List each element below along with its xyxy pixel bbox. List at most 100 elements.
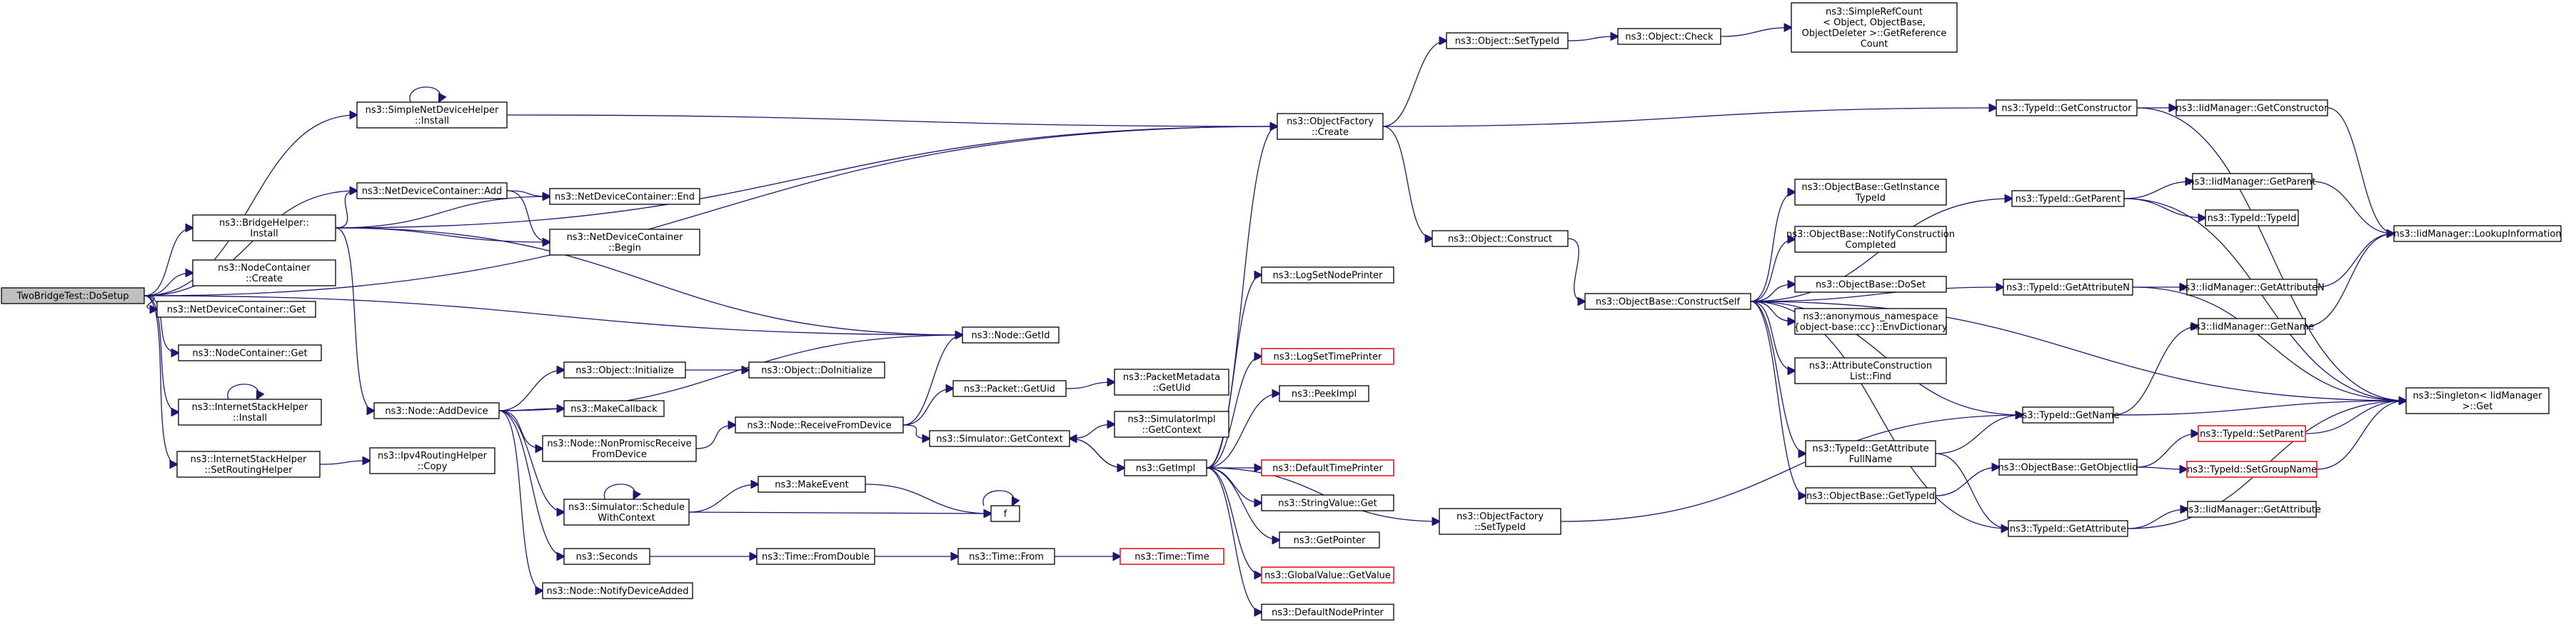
node-label: ns3::PacketMetadata xyxy=(1123,372,1220,383)
node-label: ::Copy xyxy=(418,461,448,472)
node-ish-install[interactable]: ns3::InternetStackHelper::Install xyxy=(178,399,322,426)
node-box xyxy=(1617,28,1721,45)
node-ndc-get[interactable]: ns3::NetDeviceContainer::Get xyxy=(156,301,316,318)
node-time-fromdouble[interactable]: ns3::Time::FromDouble xyxy=(756,548,875,565)
node-label: ns3::Time::FromDouble xyxy=(762,552,870,563)
node-label: {object-base::cc}::EnvDictionary xyxy=(1794,322,1948,333)
node-anon-envdict[interactable]: ns3::anonymous_namespace{object-base::cc… xyxy=(1794,308,1948,335)
node-getpointer[interactable]: ns3::GetPointer xyxy=(1279,531,1380,549)
node-label: ns3::SimulatorImpl xyxy=(1127,414,1215,425)
node-simplerefcount[interactable]: ns3::SimpleRefCount< Object, ObjectBase,… xyxy=(1791,2,1958,53)
node-pktmeta-getuid[interactable]: ns3::PacketMetadata::GetUid xyxy=(1114,369,1229,396)
node-tid-typeid[interactable]: ns3::TypeId::TypeId xyxy=(2205,209,2299,226)
node-ndc-add[interactable]: ns3::NetDeviceContainer::Add xyxy=(356,182,508,199)
node-ob-doset[interactable]: ns3::ObjectBase::DoSet xyxy=(1794,276,1947,293)
node-logsetnode[interactable]: ns3::LogSetNodePrinter xyxy=(1261,266,1394,284)
node-node-notify[interactable]: ns3::Node::NotifyDeviceAdded xyxy=(542,582,693,599)
edge-getimpl-to-globalval-get xyxy=(1206,467,1262,575)
node-node-recvfromdev[interactable]: ns3::Node::ReceiveFromDevice xyxy=(735,416,904,434)
node-label: ns3::GetImpl xyxy=(1136,464,1196,474)
node-iid-getparent[interactable]: ns3::IidManager::GetParent xyxy=(2188,173,2316,190)
edge-root-to-sndh-install xyxy=(144,115,357,296)
node-iid-getattribute[interactable]: ns3::IidManager::GetAttribute xyxy=(2183,501,2321,518)
node-node-adddevice[interactable]: ns3::Node::AddDevice xyxy=(373,402,500,419)
node-iid-lookupinfo[interactable]: ns3::IidManager::LookupInformation xyxy=(2393,225,2562,242)
node-makecallback[interactable]: ns3::MakeCallback xyxy=(563,400,665,417)
node-nc-create[interactable]: ns3::NodeContainer::Create xyxy=(192,259,336,286)
node-ob-getobjectiid[interactable]: ns3::ObjectBase::GetObjectIid xyxy=(1998,459,2138,476)
node-bridge-install[interactable]: ns3::BridgeHelper::Install xyxy=(192,214,336,241)
node-obj-initialize[interactable]: ns3::Object::Initialize xyxy=(563,361,686,379)
node-makeevent[interactable]: ns3::MakeEvent xyxy=(758,476,866,493)
node-ipv4rh-copy[interactable]: ns3::Ipv4RoutingHelper::Copy xyxy=(369,447,495,474)
node-f[interactable]: f xyxy=(990,505,1020,522)
node-label: ns3::Ipv4RoutingHelper xyxy=(378,451,488,461)
node-box xyxy=(1805,440,1936,467)
node-time-time[interactable]: ns3::Time::Time xyxy=(1120,548,1224,565)
node-time-from[interactable]: ns3::Time::From xyxy=(957,548,1055,565)
edge-sndh-install-to-of-create xyxy=(506,114,1277,126)
node-of-create[interactable]: ns3::ObjectFactory::Create xyxy=(1277,113,1384,140)
edge-ish-install-to-ish-install xyxy=(227,384,258,399)
node-ndc-begin[interactable]: ns3::NetDeviceContainer::Begin xyxy=(549,229,700,256)
edge-layer xyxy=(144,28,2406,613)
node-label: Install xyxy=(250,229,278,239)
node-tid-setparent[interactable]: ns3::TypeId::SetParent xyxy=(2198,425,2306,442)
node-box xyxy=(957,548,1055,565)
edge-getimpl-to-peekimpl xyxy=(1206,394,1279,469)
node-root[interactable]: TwoBridgeTest::DoSetup xyxy=(1,287,145,304)
node-iid-getattrn[interactable]: ns3::IidManager::GetAttributeN xyxy=(2179,279,2325,296)
node-packet-getuid[interactable]: ns3::Packet::GetUid xyxy=(952,380,1067,397)
node-nc-get[interactable]: ns3::NodeContainer::Get xyxy=(178,344,322,361)
node-box xyxy=(2175,99,2328,116)
node-box xyxy=(2393,225,2562,242)
edge-getimpl-to-logsettime xyxy=(1206,356,1262,469)
node-defaulttime[interactable]: ns3::DefaultTimePrinter xyxy=(1261,459,1394,476)
node-tid-setgroupname[interactable]: ns3::TypeId::SetGroupName xyxy=(2186,461,2318,478)
node-peekimpl[interactable]: ns3::PeekImpl xyxy=(1279,385,1369,402)
node-obj-settypeid[interactable]: ns3::Object::SetTypeId xyxy=(1446,32,1569,49)
node-iid-getconstructor[interactable]: ns3::IidManager::GetConstructor xyxy=(2175,99,2328,116)
node-seconds[interactable]: ns3::Seconds xyxy=(563,548,650,565)
node-obj-doinit[interactable]: ns3::Object::DoInitialize xyxy=(748,361,885,379)
node-defaultnode[interactable]: ns3::DefaultNodePrinter xyxy=(1261,604,1394,621)
node-tid-getconstructor[interactable]: ns3::TypeId::GetConstructor xyxy=(1996,99,2138,116)
node-getimpl[interactable]: ns3::GetImpl xyxy=(1124,459,1207,476)
node-tid-getattribute[interactable]: ns3::TypeId::GetAttribute xyxy=(2008,520,2128,537)
node-globalval-get[interactable]: ns3::GlobalValue::GetValue xyxy=(1261,566,1394,584)
node-simimpl-getctx[interactable]: ns3::SimulatorImpl::GetContext xyxy=(1114,411,1229,438)
node-sim-getcontext[interactable]: ns3::Simulator::GetContext xyxy=(929,430,1070,447)
node-of-settypeid[interactable]: ns3::ObjectFactory::SetTypeId xyxy=(1439,508,1561,535)
node-ob-constructself[interactable]: ns3::ObjectBase::ConstructSelf xyxy=(1584,293,1751,310)
node-box xyxy=(1261,459,1394,476)
node-tid-getparent[interactable]: ns3::TypeId::GetParent xyxy=(2011,190,2125,207)
node-tid-getname[interactable]: ns3::TypeId::GetName xyxy=(2016,406,2120,424)
node-label: ns3::Node::NonPromiscReceive xyxy=(547,439,691,449)
edge-tid-getattrn-to-singleton-get xyxy=(2132,286,2406,401)
node-obj-construct[interactable]: ns3::Object::Construct xyxy=(1432,230,1569,247)
node-box xyxy=(929,430,1070,447)
node-sndh-install[interactable]: ns3::SimpleNetDeviceHelper::Install xyxy=(356,101,508,129)
edge-bridge-install-to-ndc-begin xyxy=(335,227,550,242)
node-ndc-end[interactable]: ns3::NetDeviceContainer::End xyxy=(549,188,700,205)
node-box xyxy=(1277,113,1384,140)
node-ob-notify[interactable]: ns3::ObjectBase::NotifyConstructionCompl… xyxy=(1786,226,1955,253)
node-node-getid[interactable]: ns3::Node::GetId xyxy=(962,326,1060,344)
node-box xyxy=(756,548,875,565)
node-strval-get[interactable]: ns3::StringValue::Get xyxy=(1261,494,1394,511)
node-singleton-get[interactable]: ns3::Singleton< IidManager>::Get xyxy=(2405,387,2550,414)
node-obj-check[interactable]: ns3::Object::Check xyxy=(1617,28,1721,45)
node-box xyxy=(156,301,316,318)
node-logsettime[interactable]: ns3::LogSetTimePrinter xyxy=(1261,348,1394,365)
node-label: ns3::Seconds xyxy=(576,552,638,563)
node-ob-gettypeid[interactable]: ns3::ObjectBase::GetTypeId xyxy=(1805,487,1936,504)
node-ish-setrouting[interactable]: ns3::InternetStackHelper::SetRoutingHelp… xyxy=(176,451,321,478)
node-box xyxy=(735,416,904,434)
node-tid-getattrn[interactable]: ns3::TypeId::GetAttributeN xyxy=(2003,279,2133,296)
node-iid-getname[interactable]: ns3::IidManager::GetName xyxy=(2190,318,2315,335)
